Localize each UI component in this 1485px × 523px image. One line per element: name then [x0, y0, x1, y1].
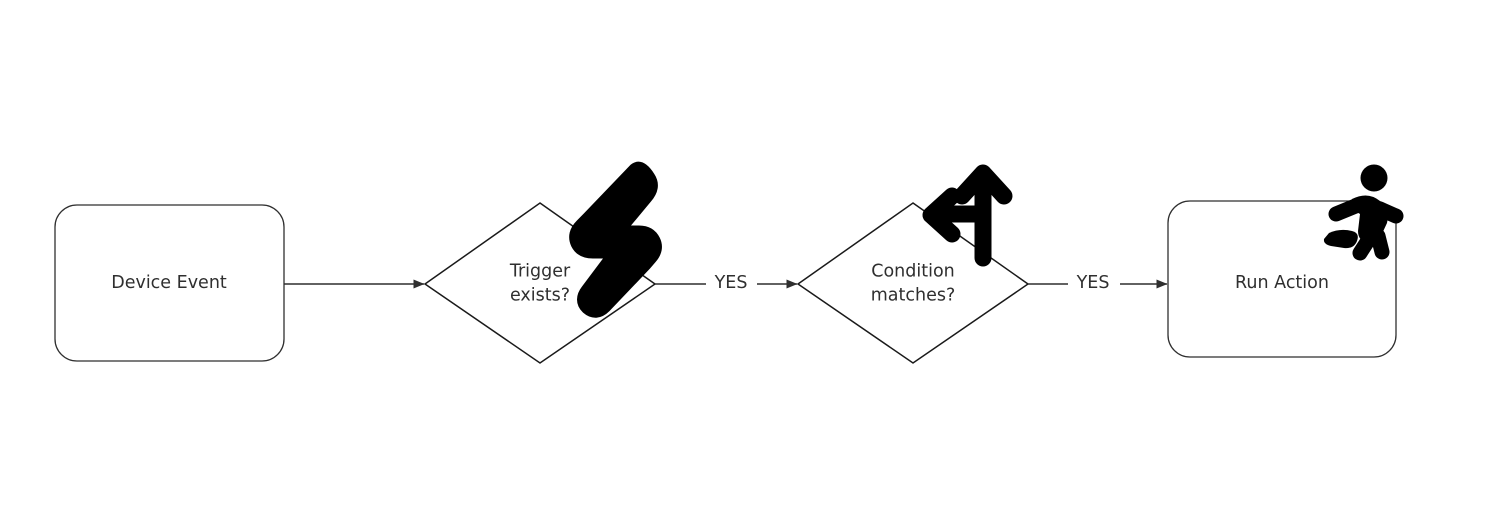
lightning-bolt-icon	[569, 161, 662, 318]
branch-arrow-icon	[922, 164, 1013, 267]
running-person-icon	[1323, 164, 1404, 261]
node-device-event[interactable]	[54, 204, 285, 362]
node-condition-matches[interactable]	[796, 202, 1030, 364]
